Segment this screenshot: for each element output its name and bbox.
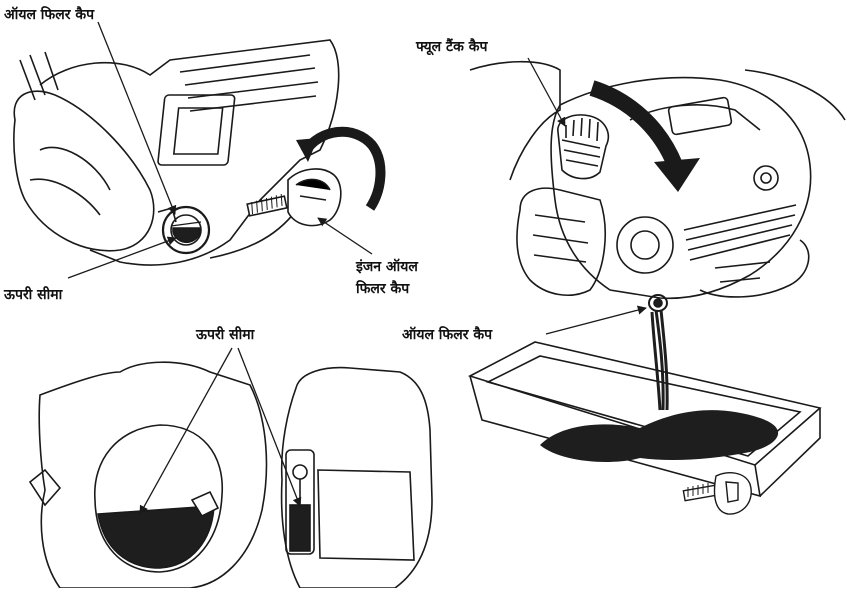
drain-tray (470, 342, 820, 496)
label-oil-filler-cap-right: ऑयल फिलर कैप (402, 326, 492, 344)
leader-lines-top-left (68, 22, 372, 278)
label-engine-oil-filler-cap-line1: इंजन ऑयल (356, 258, 418, 276)
leader-lines-bottom (140, 348, 300, 514)
label-upper-limit-left: ऊपरी सीमा (4, 286, 62, 304)
engine-side-view-left (30, 362, 266, 588)
engine-filler-illustration (14, 40, 339, 265)
oil-stream (652, 310, 667, 410)
engine-oil-filler-cap-part (247, 169, 341, 226)
loose-filler-cap (683, 473, 751, 514)
tilted-unit-illustration (470, 62, 845, 311)
label-engine-oil-filler-cap-line2: फिलर कैप (356, 280, 409, 298)
label-fuel-tank-cap: फ्यूल टैंक कैप (416, 38, 487, 56)
engine-side-view-right (282, 368, 432, 588)
label-oil-filler-cap-top: ऑयल फिलर कैप (4, 6, 94, 24)
label-upper-limit-bottom: ऊपरी सीमा (196, 326, 254, 344)
